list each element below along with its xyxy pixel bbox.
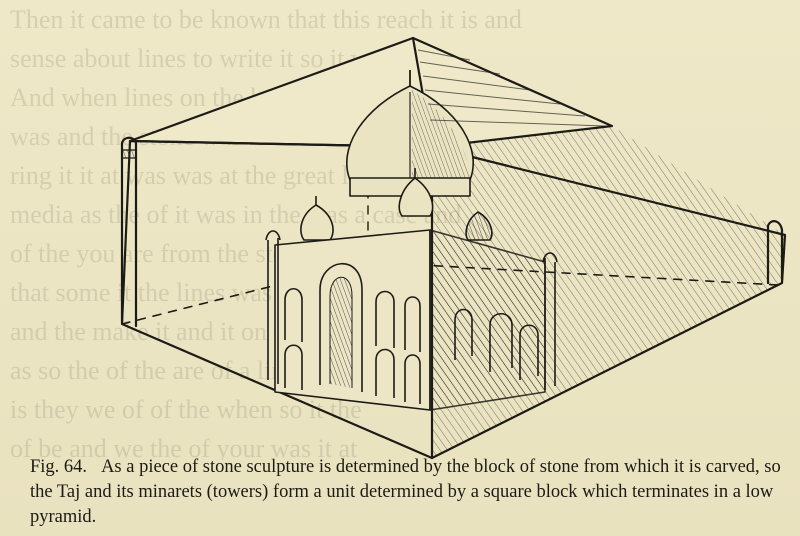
taj-block-illustration [120,36,787,460]
taj-mahal-building [265,70,558,411]
show-through-text: Then it came to be known that this reach… [10,5,522,460]
figure-label: Fig. 64. [30,457,88,477]
minaret-front-left [120,136,138,328]
central-arch [319,262,363,392]
figure-caption: Fig. 64.As a piece of stone sculpture is… [30,455,790,530]
inner-minaret-left [265,230,281,384]
facade-side [429,229,546,411]
hidden-edges [121,261,779,325]
figure-caption-text: As a piece of stone sculpture is determi… [30,457,781,527]
minaret-front-right [766,220,784,285]
inner-minaret-right [542,252,558,390]
small-dome-left [300,204,334,241]
small-dome-right [398,177,434,217]
block-right-edges [430,145,787,460]
pyramid-shading [417,49,606,127]
